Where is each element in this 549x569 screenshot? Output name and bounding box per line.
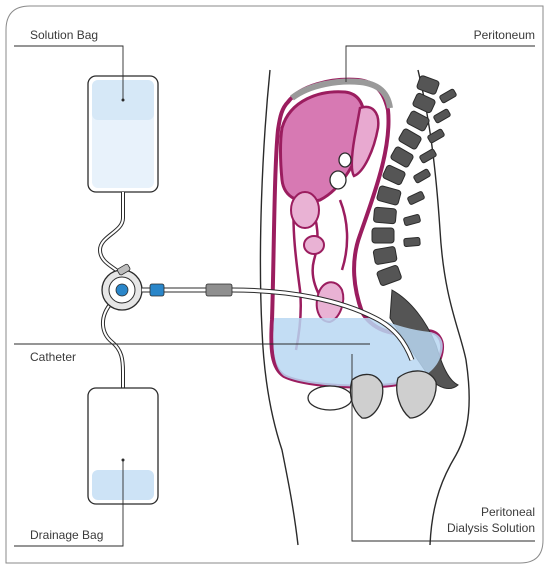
blue-coupling <box>150 284 164 296</box>
peritoneal-label-line2: Dialysis Solution <box>447 521 535 535</box>
peritoneum-leader <box>346 46 535 82</box>
catheter-label: Catheter <box>30 350 76 364</box>
drainage-tubing <box>103 302 123 388</box>
peritoneal-label-line1: Peritoneal <box>481 505 535 519</box>
transfer-set-connector <box>102 264 142 310</box>
peritoneum-label: Peritoneum <box>474 28 535 42</box>
grey-coupling <box>206 284 232 296</box>
drainage-bag-label: Drainage Bag <box>30 528 103 542</box>
solution-bag-label: Solution Bag <box>30 28 98 42</box>
